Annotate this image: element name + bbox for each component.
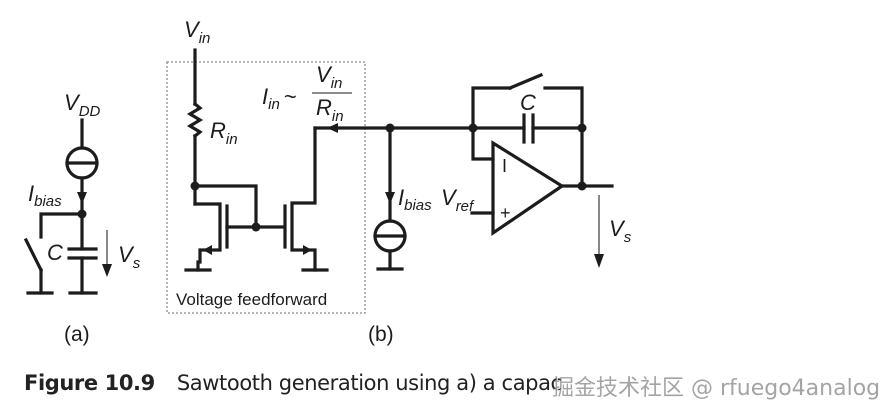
- current-source-icon: [373, 219, 407, 253]
- vs-arrow-icon: [594, 254, 604, 268]
- current-source-icon: [65, 146, 99, 180]
- caption-text: Sawtooth generation using a) a capac: [176, 371, 562, 395]
- vs-arrow-icon: [102, 264, 112, 277]
- current-arrow-icon: [77, 192, 87, 204]
- opamp-icon: [491, 140, 565, 237]
- inverting-input-wire: [471, 126, 495, 161]
- capacitor-label-b: C: [520, 90, 536, 115]
- vin-label: Vin: [184, 17, 210, 47]
- reset-switch-wire-left: [471, 86, 512, 130]
- panel-b: Voltage feedforward Vin Rin Iin~: [166, 17, 632, 346]
- opamp-inverting-label: I: [502, 156, 507, 176]
- current-direction-arrow-icon: [327, 123, 338, 133]
- nmos-transistor-right-icon: [254, 126, 329, 272]
- nmos-transistor-left-icon: [184, 202, 258, 272]
- vs-label-a: Vs: [118, 242, 141, 272]
- resistor-icon: [186, 101, 204, 139]
- voltage-feedforward-label: Voltage feedforward: [176, 290, 327, 309]
- switch-wire-top: [39, 212, 84, 239]
- ibias-label-a: Ibias: [28, 181, 62, 210]
- figure-number: Figure 10.9: [24, 371, 155, 395]
- iin-label: Iin~: [262, 84, 297, 113]
- ibias-label-b: Ibias: [398, 185, 432, 214]
- panel-b-label: (b): [368, 323, 394, 346]
- rin-label: Rin: [210, 118, 238, 148]
- voltage-feedforward-box: [166, 61, 366, 314]
- figure-caption: Figure 10.9 Sawtooth generation using a) …: [24, 371, 562, 395]
- diode-connection-wire: [193, 184, 258, 229]
- reset-switch-wire-right: [543, 86, 584, 188]
- reset-switch-icon: [507, 72, 544, 91]
- panel-a: VDD Ibias C Vs (a): [23, 90, 141, 346]
- panel-a-label: (a): [64, 323, 90, 346]
- vdd-label: VDD: [64, 90, 101, 120]
- switch-icon: [23, 237, 44, 273]
- watermark: 掘金技术社区 @ rfuego4analog: [552, 376, 881, 401]
- current-arrow-icon: [385, 192, 395, 204]
- junction-dot: [577, 123, 587, 133]
- vs-label-b: Vs: [609, 216, 632, 246]
- formula-denominator: Rin: [316, 95, 344, 125]
- junction-dot: [577, 181, 587, 191]
- formula-numerator: Vin: [316, 62, 342, 92]
- capacitor-label-a: C: [47, 240, 63, 265]
- vref-label: Vref: [441, 185, 475, 215]
- opamp-noninverting-label: +: [500, 203, 511, 223]
